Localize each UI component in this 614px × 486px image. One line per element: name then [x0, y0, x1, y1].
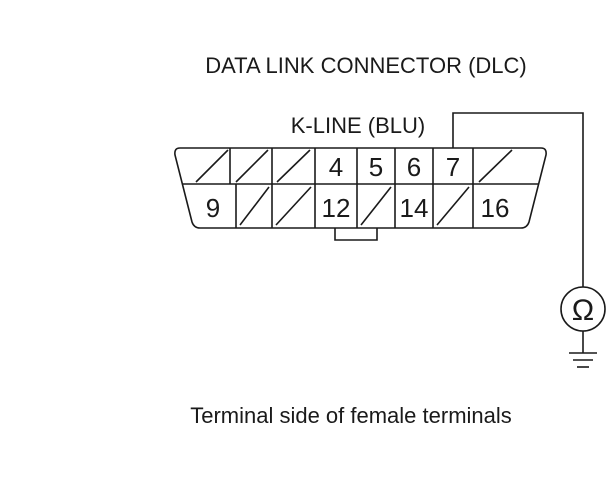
- connector-locking-tab: [334, 228, 378, 241]
- pin-12-label: 12: [322, 193, 351, 223]
- ohm-symbol: Ω: [572, 294, 594, 327]
- unused-terminal-slashes-top: [195, 149, 513, 183]
- pin-6-label: 6: [407, 152, 421, 182]
- pin-4-label: 4: [329, 152, 343, 182]
- pin-14-label: 14: [400, 193, 429, 223]
- connector-body: [174, 147, 547, 229]
- diagram-caption: Terminal side of female terminals: [190, 403, 512, 428]
- ground-icon: [569, 352, 597, 368]
- pin-16-label: 16: [481, 193, 510, 223]
- pin-9-label: 9: [206, 193, 220, 223]
- bottom-row-dividers: [235, 184, 474, 228]
- top-row-dividers: [229, 148, 474, 184]
- probe-wire: [452, 112, 584, 287]
- wire-label: K-LINE (BLU): [291, 113, 425, 138]
- pin-5-label: 5: [369, 152, 383, 182]
- unused-terminal-slashes-bottom: [239, 186, 470, 226]
- pin-7-label: 7: [446, 152, 460, 182]
- diagram-title: DATA LINK CONNECTOR (DLC): [205, 53, 526, 78]
